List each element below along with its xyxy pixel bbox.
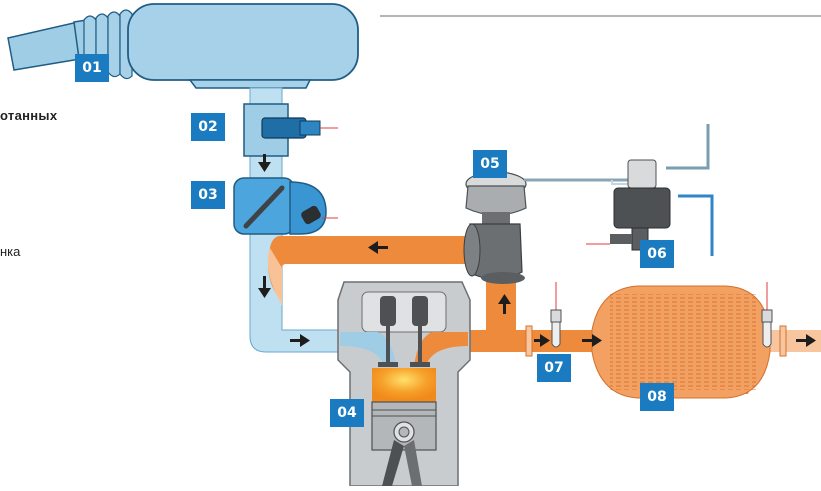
throttle-valve-icon	[233, 177, 338, 235]
callout-04: 04	[330, 399, 364, 427]
side-text-bold: отанных	[0, 108, 58, 123]
callout-08: 08	[640, 383, 674, 411]
vacuum-line	[666, 124, 710, 170]
lambda-sensor-icon	[550, 282, 562, 348]
pressure-converter-icon	[586, 159, 671, 251]
lambda-sensor-icon	[761, 282, 773, 348]
egr-return-pipe	[268, 236, 480, 300]
callout-01: 01	[75, 54, 109, 82]
callout-05: 05	[473, 150, 507, 178]
air-filter-icon	[7, 3, 359, 89]
egr-mixing-plume	[267, 248, 282, 306]
vacuum-line	[678, 194, 714, 256]
air-mass-meter-icon	[243, 103, 338, 157]
engine-cylinder-icon	[337, 281, 471, 487]
flange	[779, 325, 787, 357]
callout-07: 07	[537, 354, 571, 382]
vacuum-line	[524, 176, 642, 182]
flow-arrow-icon	[258, 154, 816, 347]
egr-valve-icon	[463, 171, 527, 284]
callout-03: 03	[191, 181, 225, 209]
exhaust-tail-pipe	[758, 330, 821, 352]
flange	[525, 325, 533, 357]
side-text-plain: нка	[0, 244, 21, 259]
catalytic-converter-icon	[591, 285, 771, 399]
callout-02: 02	[191, 113, 225, 141]
callout-06: 06	[640, 240, 674, 268]
